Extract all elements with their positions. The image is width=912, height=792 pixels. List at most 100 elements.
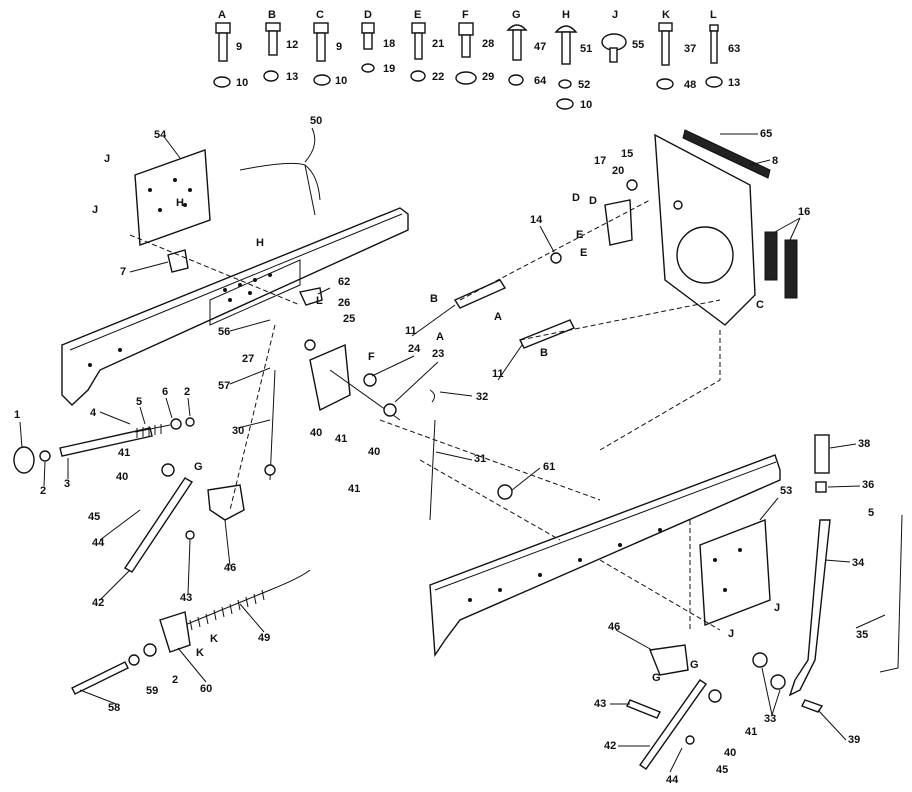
washer-33b <box>770 674 786 690</box>
bracket-60 <box>159 611 191 653</box>
hw-bolt-num: 18 <box>383 38 395 50</box>
callout-61: 61 <box>543 461 555 473</box>
hw-bolt-num: 28 <box>482 38 494 50</box>
bolt-shank-icon <box>316 32 326 62</box>
callout-17: 17 <box>594 155 606 167</box>
nut-2 <box>143 643 157 657</box>
grip-38 <box>814 434 830 474</box>
callout-23: 23 <box>432 348 444 360</box>
bushing-23 <box>383 403 397 417</box>
ref-J: J <box>774 602 780 614</box>
callout-6: 6 <box>162 386 168 398</box>
bushing-24 <box>363 373 377 387</box>
mounting-plate-54 <box>134 149 211 246</box>
washer-40-right <box>708 689 722 703</box>
assembly-drawing <box>13 129 903 770</box>
callout-36: 36 <box>862 479 874 491</box>
hw-letter: C <box>316 9 324 21</box>
hw-letter: B <box>268 9 276 21</box>
hw-nut-num: 48 <box>684 79 696 91</box>
callout-41c: 41 <box>348 483 360 495</box>
hw-nut-num: 10 <box>335 75 347 87</box>
ref-J: J <box>104 153 110 165</box>
nut-icon <box>556 98 574 110</box>
ref-H: H <box>176 197 184 209</box>
hardware-key: A 9 10 B 12 13 C 9 10 D 18 19 E 21 22 <box>213 9 740 111</box>
mounting-plate-53 <box>699 519 771 626</box>
nut-icon <box>705 76 723 88</box>
hw-letter: L <box>710 9 717 21</box>
rod-35 <box>879 514 903 673</box>
hw-letter: E <box>414 9 421 21</box>
callout-26: 26 <box>338 297 350 309</box>
link-42 <box>124 477 193 573</box>
block-16a <box>764 231 778 281</box>
nut-icon <box>263 70 279 82</box>
hw-nut-num: 19 <box>383 63 395 75</box>
link-42-right <box>639 679 707 770</box>
plate-46 <box>207 484 245 521</box>
bolt-head-icon <box>265 22 281 32</box>
bolt-shank-icon <box>661 30 670 66</box>
pad-7 <box>167 249 189 273</box>
hw-letter: H <box>562 9 570 21</box>
hw-bolt-num: 37 <box>684 43 696 55</box>
plate-opening <box>676 226 734 284</box>
hw-bolt-num: 51 <box>580 43 592 55</box>
collar-36 <box>815 481 827 493</box>
callout-65: 65 <box>760 128 772 140</box>
bolt-58 <box>71 661 129 695</box>
ref-G: G <box>652 672 661 684</box>
hw-bolt-num: 63 <box>728 43 740 55</box>
washer-59 <box>128 654 140 666</box>
nut-icon <box>455 71 477 85</box>
ref-A: A <box>436 331 444 343</box>
nut-icon <box>508 74 524 86</box>
ref-G: G <box>194 461 203 473</box>
hw-bolt-num: 9 <box>236 41 242 53</box>
bolt-head-icon <box>658 22 673 32</box>
ref-K: K <box>196 647 204 659</box>
hw-nut-num: 29 <box>482 71 494 83</box>
nut-icon <box>213 76 231 88</box>
callout-32: 32 <box>476 391 488 403</box>
callout-53: 53 <box>780 485 792 497</box>
callout-60: 60 <box>200 683 212 695</box>
callout-16: 16 <box>798 206 810 218</box>
callout-33: 33 <box>764 713 776 725</box>
hw-nut-num: 52 <box>578 79 590 91</box>
callout-11b: 11 <box>492 368 504 380</box>
bolt-head-icon <box>411 22 426 34</box>
nut-icon <box>313 74 331 86</box>
bolt-shank-icon <box>710 30 718 64</box>
hw-letter: J <box>612 9 618 21</box>
callout-62: 62 <box>338 276 350 288</box>
nut-icon <box>656 78 674 90</box>
hw-bolt-num: 55 <box>632 39 644 51</box>
callout-45b: 45 <box>716 764 728 776</box>
hw-bolt-num: 12 <box>286 39 298 51</box>
ref-F: F <box>368 351 375 363</box>
callout-43: 43 <box>180 592 192 604</box>
bolt-shank-icon <box>414 32 423 60</box>
bracket-11-upper <box>453 279 507 309</box>
callout-54: 54 <box>154 129 167 141</box>
ref-J: J <box>728 628 734 640</box>
bracket-11-lower <box>519 319 575 349</box>
bolt-43-right <box>626 699 661 719</box>
callout-4: 4 <box>90 407 97 419</box>
ref-C: C <box>756 299 764 311</box>
ref-E: E <box>580 247 587 259</box>
washer-6 <box>170 418 182 430</box>
ref-B: B <box>430 293 438 305</box>
ref-K: K <box>210 633 218 645</box>
bolt-39 <box>801 699 824 713</box>
pivot-bracket <box>309 343 351 412</box>
callout-8: 8 <box>772 155 778 167</box>
callout-15: 15 <box>621 148 633 160</box>
knob-1 <box>13 446 35 474</box>
callout-42: 42 <box>92 597 104 609</box>
callout-3: 3 <box>64 478 70 490</box>
callout-24: 24 <box>408 343 421 355</box>
hw-letter: D <box>364 9 372 21</box>
